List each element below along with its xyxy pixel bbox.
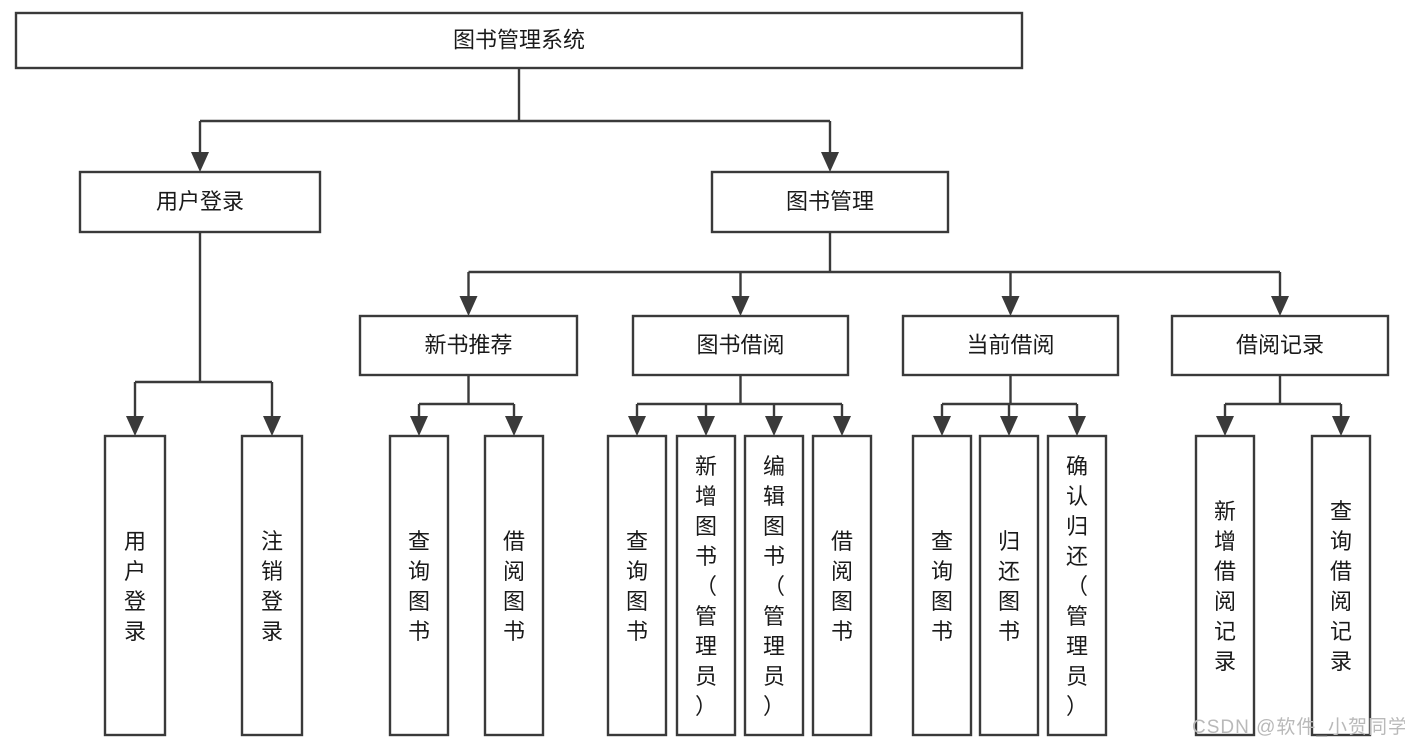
conn-new-book-split-arrow-0 xyxy=(410,416,428,436)
node-label-book-borrow: 图书借阅 xyxy=(696,332,784,357)
conn-book-manage-split-arrow-2 xyxy=(1001,296,1020,316)
node-new-book-recommend[interactable]: 新书推荐 xyxy=(358,314,579,377)
conn-new-book-split xyxy=(410,375,523,436)
node-leaf-borrow-book-recommend[interactable]: 借阅图书 xyxy=(483,434,545,737)
conn-user-login-split xyxy=(126,232,281,436)
node-leaf-edit-book-admin[interactable]: 编辑图书（管理员） xyxy=(743,434,805,737)
nodes-layer: 图书管理系统用户登录图书管理新书推荐图书借阅当前借阅借阅记录用户登录注销登录查询… xyxy=(14,11,1390,737)
node-book-borrow[interactable]: 图书借阅 xyxy=(631,314,850,377)
conn-root-split-arrow-1 xyxy=(821,152,839,172)
node-label-borrow-record: 借阅记录 xyxy=(1236,332,1324,357)
node-label-leaf-borrow-book-recommend: 借阅图书 xyxy=(503,529,525,644)
node-label-leaf-user-logout: 注销登录 xyxy=(261,529,283,644)
node-leaf-query-book-current[interactable]: 查询图书 xyxy=(911,434,973,737)
node-label-leaf-confirm-return-admin: 确认归还（管理员） xyxy=(1066,454,1088,719)
node-box-leaf-user-login xyxy=(103,434,167,737)
conn-current-borrow-split xyxy=(933,375,1086,436)
node-box-leaf-borrow-book-recommend xyxy=(483,434,545,737)
node-box-leaf-query-book-borrow xyxy=(606,434,668,737)
node-box-leaf-query-borrow-record xyxy=(1310,434,1372,737)
node-root[interactable]: 图书管理系统 xyxy=(14,11,1024,70)
conn-current-borrow-split-arrow-1 xyxy=(1000,416,1018,436)
node-borrow-record[interactable]: 借阅记录 xyxy=(1170,314,1390,377)
node-leaf-query-book-borrow[interactable]: 查询图书 xyxy=(606,434,668,737)
conn-user-login-split-arrow-0 xyxy=(126,416,144,436)
node-leaf-query-book-recommend[interactable]: 查询图书 xyxy=(388,434,450,737)
conn-book-borrow-split-arrow-2 xyxy=(765,416,783,436)
conn-book-borrow-split-arrow-1 xyxy=(697,416,715,436)
conn-user-login-split-arrow-1 xyxy=(263,416,281,436)
node-label-leaf-query-book-recommend: 查询图书 xyxy=(408,529,430,644)
connectors-layer xyxy=(126,68,1350,436)
node-box-user-login xyxy=(78,170,322,234)
node-label-leaf-query-book-current: 查询图书 xyxy=(931,529,953,644)
conn-book-borrow-split-arrow-3 xyxy=(833,416,851,436)
node-box-borrow-record xyxy=(1170,314,1390,377)
node-box-book-manage xyxy=(710,170,950,234)
conn-current-borrow-split-arrow-0 xyxy=(933,416,951,436)
node-label-leaf-edit-book-admin: 编辑图书（管理员） xyxy=(763,454,785,719)
conn-current-borrow-split-arrow-2 xyxy=(1068,416,1086,436)
node-current-borrow[interactable]: 当前借阅 xyxy=(901,314,1120,377)
node-leaf-confirm-return-admin[interactable]: 确认归还（管理员） xyxy=(1046,434,1108,737)
node-box-leaf-query-book-recommend xyxy=(388,434,450,737)
node-box-leaf-user-logout xyxy=(240,434,304,737)
node-box-leaf-return-book xyxy=(978,434,1040,737)
conn-borrow-record-split-arrow-0 xyxy=(1216,416,1234,436)
node-label-user-login: 用户登录 xyxy=(156,189,244,214)
node-label-book-manage: 图书管理 xyxy=(786,189,874,214)
node-label-root: 图书管理系统 xyxy=(453,27,585,52)
node-label-leaf-query-book-borrow: 查询图书 xyxy=(626,529,648,644)
node-label-leaf-user-login: 用户登录 xyxy=(124,529,146,644)
node-label-leaf-borrow-book: 借阅图书 xyxy=(831,529,853,644)
node-box-current-borrow xyxy=(901,314,1120,377)
node-leaf-add-borrow-record[interactable]: 新增借阅记录 xyxy=(1194,434,1256,737)
conn-root-split xyxy=(191,68,839,172)
conn-book-borrow-split xyxy=(628,375,851,436)
node-leaf-query-borrow-record[interactable]: 查询借阅记录 xyxy=(1310,434,1372,737)
node-box-book-borrow xyxy=(631,314,850,377)
node-box-leaf-edit-book-admin xyxy=(743,434,805,737)
node-label-leaf-return-book: 归还图书 xyxy=(998,529,1020,644)
conn-book-manage-split-arrow-0 xyxy=(459,296,478,316)
node-label-leaf-add-borrow-record: 新增借阅记录 xyxy=(1214,499,1236,674)
node-leaf-add-book-admin[interactable]: 新增图书（管理员） xyxy=(675,434,737,737)
node-label-leaf-add-book-admin: 新增图书（管理员） xyxy=(695,454,717,719)
node-label-new-book-recommend: 新书推荐 xyxy=(424,332,512,357)
conn-borrow-record-split-arrow-1 xyxy=(1332,416,1350,436)
node-leaf-user-logout[interactable]: 注销登录 xyxy=(240,434,304,737)
node-label-leaf-query-borrow-record: 查询借阅记录 xyxy=(1330,499,1352,674)
conn-borrow-record-split xyxy=(1216,375,1350,436)
conn-book-manage-split-arrow-3 xyxy=(1271,296,1289,316)
conn-book-manage-split-arrow-1 xyxy=(731,296,750,316)
node-book-manage[interactable]: 图书管理 xyxy=(710,170,950,234)
node-box-leaf-query-book-current xyxy=(911,434,973,737)
node-user-login[interactable]: 用户登录 xyxy=(78,170,322,234)
node-box-leaf-confirm-return-admin xyxy=(1046,434,1108,737)
node-leaf-borrow-book[interactable]: 借阅图书 xyxy=(811,434,873,737)
node-leaf-user-login[interactable]: 用户登录 xyxy=(103,434,167,737)
node-box-root xyxy=(14,11,1024,70)
node-label-current-borrow: 当前借阅 xyxy=(966,332,1054,357)
conn-book-borrow-split-arrow-0 xyxy=(628,416,646,436)
node-box-leaf-add-book-admin xyxy=(675,434,737,737)
node-box-new-book-recommend xyxy=(358,314,579,377)
conn-new-book-split-arrow-1 xyxy=(505,416,523,436)
node-leaf-return-book[interactable]: 归还图书 xyxy=(978,434,1040,737)
node-box-leaf-add-borrow-record xyxy=(1194,434,1256,737)
conn-root-split-arrow-0 xyxy=(191,152,209,172)
conn-book-manage-split xyxy=(459,232,1289,316)
node-box-leaf-borrow-book xyxy=(811,434,873,737)
